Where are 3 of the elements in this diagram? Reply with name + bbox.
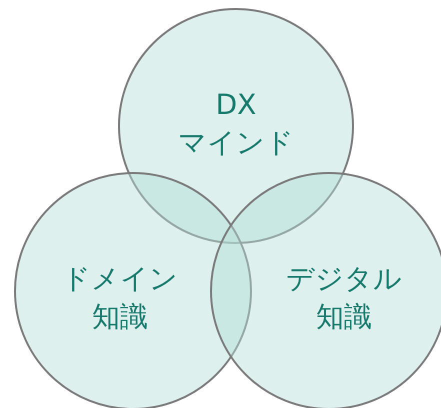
circle-label: ドメイン知識 <box>61 261 179 335</box>
circle-label: デジタル知識 <box>285 261 403 335</box>
circle-label: DX マインド <box>177 87 295 161</box>
